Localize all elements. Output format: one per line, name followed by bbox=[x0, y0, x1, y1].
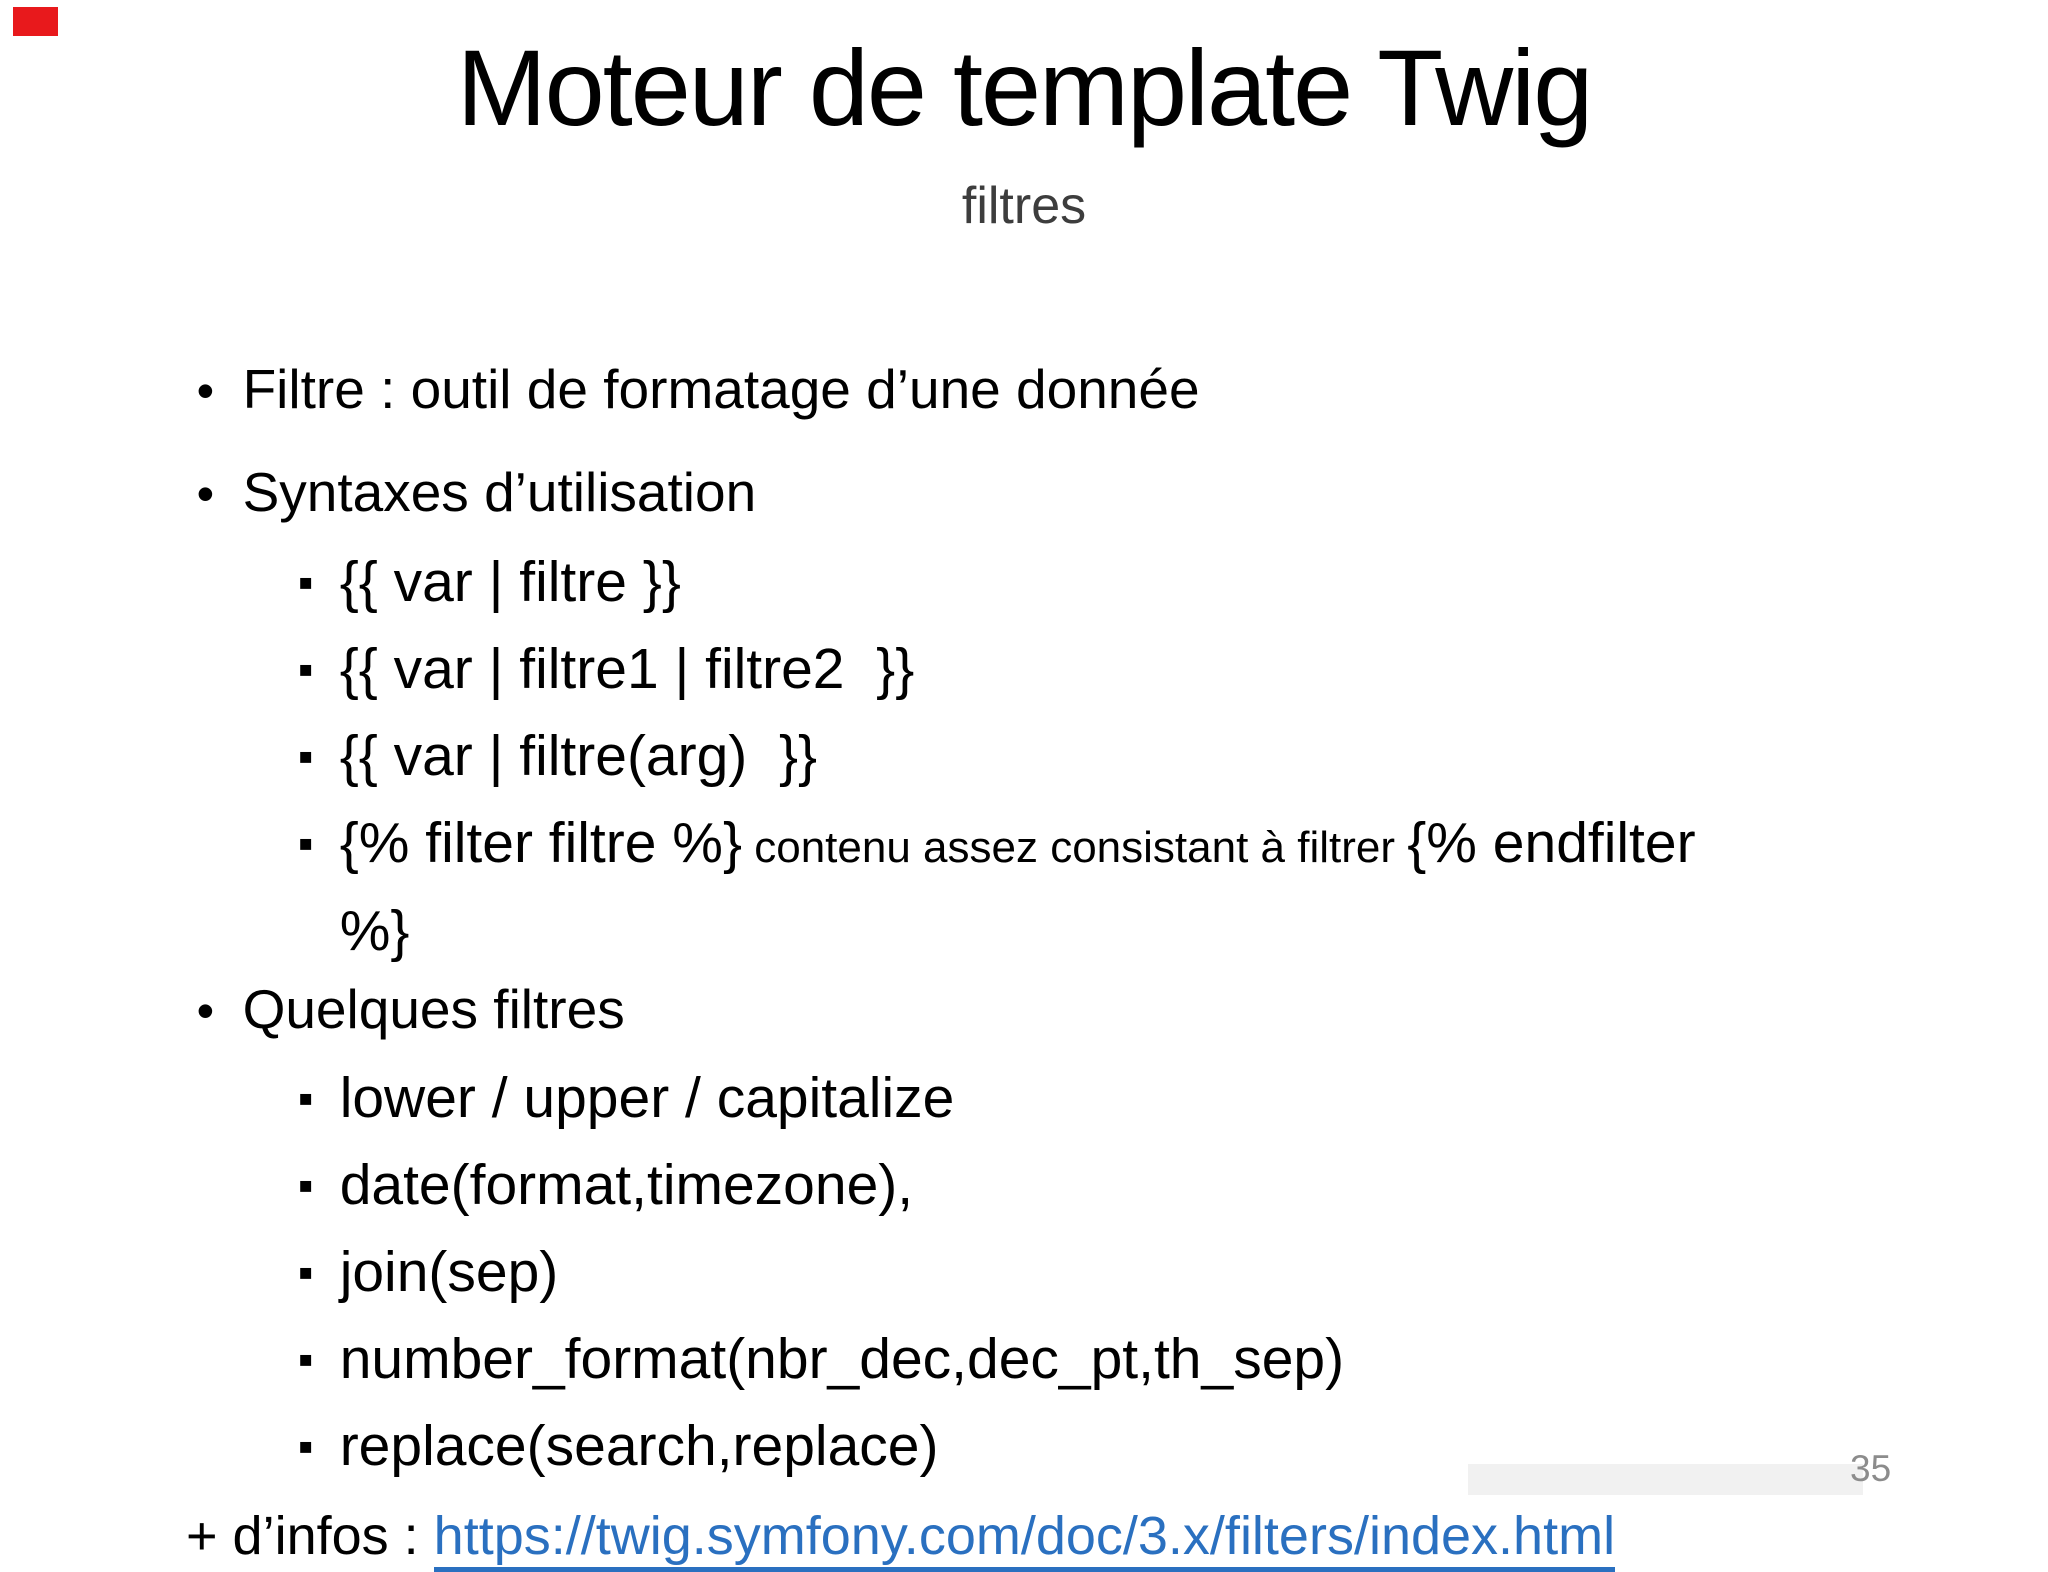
syntax-item-filter-block-wrap: %} bbox=[308, 836, 410, 964]
footer-info: + d’infos : https://twig.symfony.com/doc… bbox=[156, 1443, 1616, 1572]
bullet-dot-icon: • bbox=[196, 982, 215, 1039]
syntax-text: {{ var | filtre }} bbox=[339, 549, 681, 614]
bullet-text: Quelques filtres bbox=[242, 977, 625, 1040]
syntax-item-chained: ▪ {{ var | filtre1 | filtre2 }} bbox=[266, 574, 915, 702]
bullet-text: Syntaxes d’utilisation bbox=[242, 460, 757, 523]
syntax-text: {{ var | filtre(arg) }} bbox=[339, 723, 818, 788]
bullet-square-icon: ▪ bbox=[297, 818, 314, 868]
bullet-dot-icon: • bbox=[196, 465, 215, 522]
bullet-square-icon: ▪ bbox=[297, 557, 314, 607]
bullet-square-icon: ▪ bbox=[297, 1421, 314, 1471]
filter-text: number_format(nbr_dec,dec_pt,th_sep) bbox=[339, 1326, 1345, 1391]
filter-text: date(format,timezone), bbox=[339, 1152, 914, 1217]
bullet-square-icon: ▪ bbox=[297, 1160, 314, 1210]
filter-block-close: {% endfilter bbox=[1407, 810, 1696, 875]
bullet-item-definition: • Filtre : outil de formatage d’une donné… bbox=[166, 297, 1200, 420]
filter-item-replace: ▪ replace(search,replace) bbox=[266, 1351, 939, 1479]
bullet-square-icon: ▪ bbox=[297, 644, 314, 694]
syntax-item-args: ▪ {{ var | filtre(arg) }} bbox=[266, 661, 817, 789]
filter-text: join(sep) bbox=[339, 1239, 559, 1304]
syntax-item-simple: ▪ {{ var | filtre }} bbox=[266, 487, 681, 615]
slide: { "slide": { "title": "Moteur de templat… bbox=[13, 7, 1892, 1572]
filter-item-date: ▪ date(format,timezone), bbox=[266, 1090, 913, 1218]
footer-prefix: + d’infos : bbox=[186, 1506, 434, 1567]
filter-block-middle: contenu assez consistant à filtrer bbox=[742, 822, 1408, 872]
bullet-text: Filtre : outil de formatage d’une donnée bbox=[242, 357, 1200, 420]
filter-text: lower / upper / capitalize bbox=[339, 1065, 955, 1130]
twig-filters-link[interactable]: https://twig.symfony.com/doc/3.x/filters… bbox=[433, 1506, 1616, 1572]
filter-item-number-format: ▪ number_format(nbr_dec,dec_pt,th_sep) bbox=[266, 1264, 1344, 1392]
bullet-square-icon: ▪ bbox=[297, 1247, 314, 1297]
red-marker bbox=[13, 7, 58, 36]
filter-block-open: {% filter filtre %} bbox=[339, 810, 742, 875]
bullet-square-icon: ▪ bbox=[297, 1073, 314, 1123]
filter-item-join: ▪ join(sep) bbox=[266, 1177, 559, 1305]
bullet-square-icon: ▪ bbox=[297, 1334, 314, 1384]
bullet-item-quelques-filtres: • Quelques filtres bbox=[166, 917, 625, 1040]
watermark-band bbox=[1468, 1464, 1863, 1495]
bullet-item-syntaxes: • Syntaxes d’utilisation bbox=[166, 400, 757, 523]
filter-text: replace(search,replace) bbox=[339, 1413, 939, 1478]
filter-block-close-wrap: %} bbox=[339, 898, 410, 963]
syntax-text: {{ var | filtre1 | filtre2 }} bbox=[339, 636, 915, 701]
page-title: Moteur de template Twig bbox=[456, 27, 1594, 148]
page-number: 35 bbox=[1850, 1448, 1892, 1489]
filter-item-case: ▪ lower / upper / capitalize bbox=[266, 1003, 955, 1131]
bullet-square-icon: ▪ bbox=[297, 731, 314, 781]
bullet-dot-icon: • bbox=[196, 362, 215, 419]
subtitle: filtres bbox=[961, 177, 1087, 235]
syntax-item-filter-block: ▪ {% filter filtre %} contenu assez consi… bbox=[266, 748, 1696, 876]
